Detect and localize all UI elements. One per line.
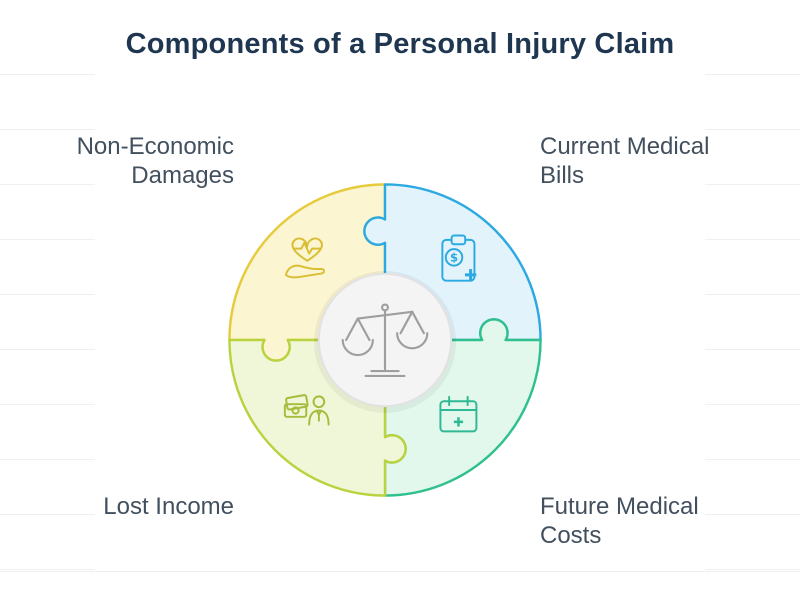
balance-scale-icon — [341, 303, 429, 378]
medical-cross-glyph: ✚ — [453, 415, 464, 430]
segment-label-non-economic-damages: Non-Economic Damages — [76, 133, 234, 190]
segment-label-lost-income: Lost Income — [103, 493, 234, 520]
bottom-rule-line — [0, 571, 800, 572]
medical-bill-clipboard-icon: $ ✚ — [441, 234, 477, 285]
puzzle-diagram: $ ✚ ✚ — [228, 183, 542, 497]
segment-label-future-medical-costs: Future Medical Costs — [540, 493, 699, 550]
medical-cross-glyph: ✚ — [464, 267, 477, 285]
income-person-icon — [283, 394, 330, 426]
medical-calendar-icon: ✚ — [439, 395, 478, 433]
dollar-glyph: $ — [450, 251, 458, 265]
heart-hand-icon — [284, 237, 325, 279]
page-title: Components of a Personal Injury Claim — [125, 28, 675, 60]
segment-label-current-medical-bills: Current Medical Bills — [540, 133, 710, 190]
